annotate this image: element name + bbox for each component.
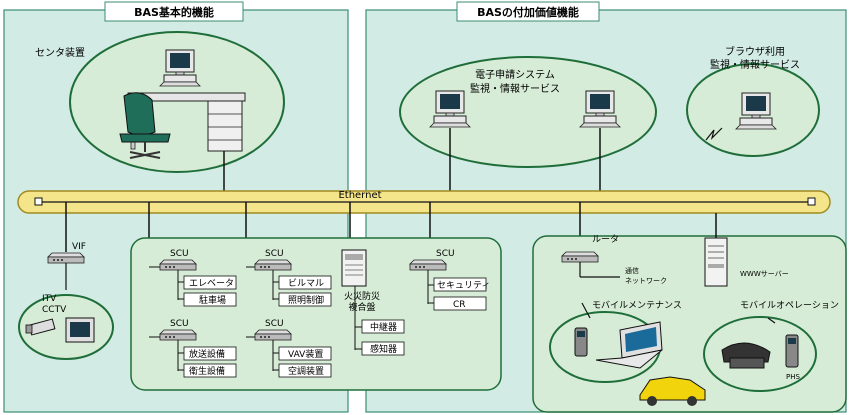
scu-1-item-1: エレベータ [189,278,234,289]
www-server-icon [704,237,728,287]
mobile-maintenance-label: モバイルメンテナンス [592,300,682,311]
scu-3-hub-icon [159,329,197,341]
telephone-icon [721,342,771,369]
scu-1-item-2-box [183,292,237,307]
cctv-camera-icon [25,318,56,336]
router-label: ルータ [592,234,619,245]
center-equipment-label: センタ装置 [35,46,85,59]
fire-panel-label-2: 複合盤 [348,301,375,313]
scu-3-item-1-box [183,346,237,361]
security-scu-hub-icon [409,259,447,271]
phs-label: PHS [786,373,800,381]
fire-item-1: 中継器 [370,321,397,333]
e-application-pc-2-icon [579,90,621,128]
scu-4-item-1-box [278,346,332,361]
scu-4-hub-icon [254,329,292,341]
e-application-title-line1: 電子申請システム [475,68,555,81]
mobile-phone-icon [574,327,588,357]
www-server-label: WWWサーバー [740,270,789,278]
ethernet-label: Ethernet [338,190,381,201]
e-application-ellipse [399,56,657,168]
scu-1-item-2: 駐車場 [199,294,226,306]
scu-3-item-2-box [183,363,237,378]
fire-panel-icon [341,249,367,287]
mobile-operation-label: モバイルオペレーション [740,300,839,311]
security-item-1-box [433,277,487,292]
browser-service-title-line2: 監視・情報サービス [710,58,800,71]
scu-2-item-2-box [278,292,332,307]
network-label-1: 通信 [625,266,639,275]
scu-3-item-2: 衛生設備 [189,365,225,377]
left-panel-title: BAS基本的機能 [134,5,214,19]
wireless-signal-icon [705,127,723,141]
fire-panel-label-1: 火災防災 [344,290,380,302]
cctv-label: CCTV [42,305,67,315]
scu-3-label: SCU [170,319,189,329]
browser-pc-icon [735,92,777,130]
scu-2-label: SCU [265,249,284,259]
e-application-pc-1-icon [429,90,471,128]
car-icon [639,376,706,406]
scu-2-hub-icon [254,259,292,271]
fire-item-2-box [361,341,405,356]
scu-1-label: SCU [170,249,189,259]
scu-4-item-2-box [278,363,332,378]
router-icon [561,251,599,263]
left-panel-title-bg [104,1,244,22]
scu-3-item-1: 放送設備 [189,348,225,360]
security-scu-label: SCU [436,249,455,259]
vif-hub-icon [47,252,85,264]
security-item-2: CR [453,300,466,310]
vif-label: VIF [72,242,86,252]
phs-phone-icon [785,334,799,368]
security-item-1: セキュリティ [437,280,490,291]
scu-2-item-2: 照明制御 [288,294,324,306]
right-panel-title: BASの付加価値機能 [477,5,579,19]
laptop-icon [595,321,663,369]
office-chair-icon [119,92,171,159]
scu-2-item-1-box [278,275,332,290]
fire-item-2: 感知器 [370,343,397,355]
security-item-2-box [433,296,487,311]
monitor-icon [65,317,95,343]
browser-service-title-line1: ブラウザ利用 [725,45,785,58]
itv-label: ITV [42,294,57,304]
right-panel-title-bg [456,1,600,22]
scu-4-label: SCU [265,319,284,329]
network-label-2: ネットワーク [625,277,667,285]
fire-item-1-box [361,319,405,334]
e-application-title-line2: 監視・情報サービス [470,82,560,95]
scu-2-item-1: ビルマル [288,278,324,289]
scu-4-item-1: VAV装置 [288,348,323,360]
scu-1-item-1-box [183,275,237,290]
scu-4-item-2: 空調装置 [288,365,324,377]
scu-1-hub-icon [159,259,197,271]
